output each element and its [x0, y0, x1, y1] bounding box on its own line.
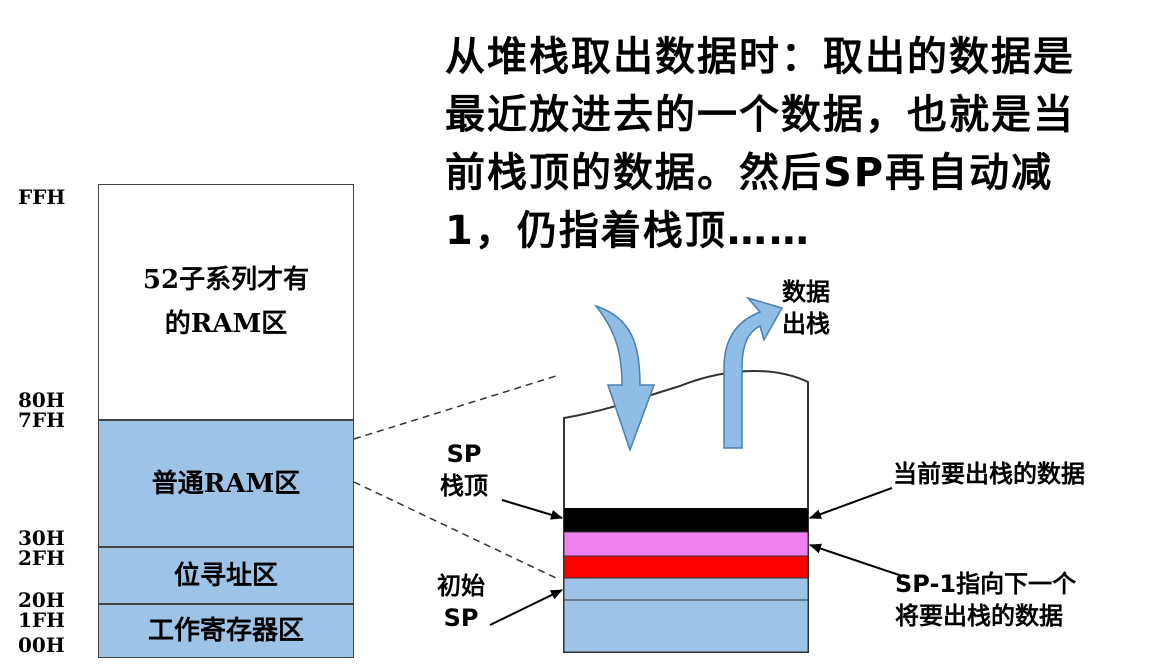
sp-top-label-1: SP: [446, 440, 482, 468]
stack-layer-red: [563, 555, 809, 579]
region-general-ram: 普通RAM区: [98, 420, 354, 547]
initial-sp-label: 初始 SP: [437, 570, 485, 634]
region-general-ram-label: 普通RAM区: [151, 468, 301, 499]
pop-up-arrow-icon: [723, 296, 784, 449]
address-00h: 00H: [18, 633, 65, 657]
region-bit-addressable: 位寻址区: [98, 547, 354, 604]
address-ffh: FFH: [18, 185, 66, 209]
sp-top-label-2: 栈顶: [440, 472, 488, 500]
address-7fh: 7FH: [18, 408, 66, 432]
initial-sp-pointer: [489, 589, 563, 626]
next-pop-label-1: SP-1指向下一个: [895, 570, 1077, 598]
data-out-label-2: 出栈: [782, 310, 830, 338]
data-out-label-1: 数据: [782, 278, 830, 306]
next-pop-label-2: 将要出栈的数据: [895, 602, 1063, 630]
stack-layer-top: [564, 508, 808, 532]
region-working-registers-label: 工作寄存器区: [147, 616, 304, 646]
explanation-line-3: 前栈顶的数据。然后SP再自动减: [445, 150, 1054, 196]
region-high-ram-label-1: 52子系列才有: [142, 265, 310, 295]
next-pop-label: SP-1指向下一个 将要出栈的数据: [895, 568, 1076, 632]
address-30h: 30H: [18, 526, 65, 550]
sp-top-label: SP 栈顶: [440, 438, 488, 502]
address-2fh: 2FH: [18, 546, 66, 570]
explanation-line-1: 从堆栈取出数据时：取出的数据是: [445, 34, 1075, 80]
explanation-line-2: 最近放进去的一个数据，也就是当: [445, 92, 1075, 138]
next-pop-pointer: [809, 543, 909, 579]
explanation-line-4: 1，仍指着栈顶……: [445, 208, 811, 254]
stack-layer-blue-2: [563, 599, 809, 653]
address-1fh: 1FH: [18, 608, 66, 632]
explanation-text: 从堆栈取出数据时：取出的数据是 最近放进去的一个数据，也就是当 前栈顶的数据。然…: [445, 28, 1145, 260]
sp-top-pointer: [501, 499, 563, 520]
zoom-line-top: [353, 375, 557, 440]
data-out-label: 数据 出栈: [782, 276, 830, 340]
current-pop-label: 当前要出栈的数据: [893, 460, 1085, 488]
region-high-ram-label-2: 的RAM区: [164, 309, 288, 339]
region-bit-addressable-label: 位寻址区: [173, 560, 278, 591]
current-pop-pointer: [809, 487, 893, 519]
zoom-line-bottom: [353, 481, 557, 579]
address-20h: 20H: [18, 588, 65, 612]
region-high-ram: 52子系列才有 的RAM区: [98, 184, 354, 420]
push-down-arrow-icon: [593, 304, 656, 453]
stack-layer-magenta: [563, 531, 809, 557]
address-80h: 80H: [18, 388, 65, 412]
initial-sp-label-1: 初始: [437, 572, 485, 600]
region-working-registers: 工作寄存器区: [98, 604, 354, 658]
initial-sp-label-2: SP: [443, 604, 479, 632]
stack-layer-blue-1: [563, 577, 809, 601]
